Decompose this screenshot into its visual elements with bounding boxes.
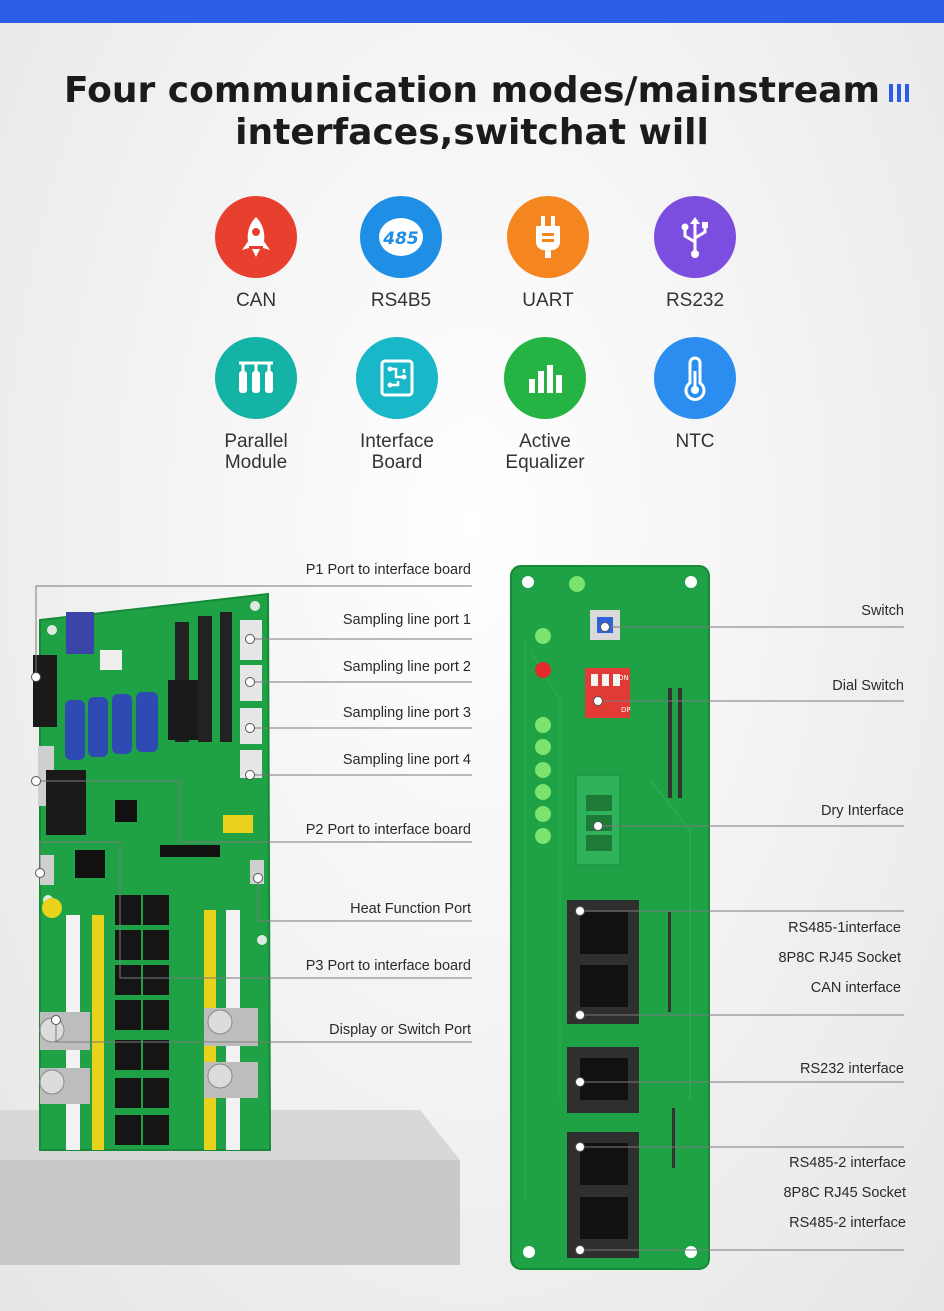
label-switch: Switch [861, 603, 904, 619]
feature-active-equalizer: Active Equalizer [470, 337, 620, 473]
circuit-board-icon [356, 337, 438, 419]
dip-dp-text: DP [621, 706, 631, 714]
label-p2-port: P2 Port to interface board [305, 822, 471, 838]
rocket-icon [215, 196, 297, 278]
feature-equalizer-label: Active Equalizer [505, 431, 585, 473]
label-rs485-1-interface: RS485-1interface [788, 920, 901, 936]
feature-rs232: RS232 [620, 196, 770, 311]
feature-interface-board: Interface Board [322, 337, 472, 473]
label-rs232-interface: RS232 interface [800, 1061, 904, 1077]
feature-can-label: CAN [235, 290, 277, 311]
label-sampling-port-2: Sampling line port 2 [342, 659, 471, 675]
svg-text:485: 485 [382, 229, 419, 249]
feature-rs232-label: RS232 [665, 290, 725, 311]
right-leader-dots [575, 622, 610, 1255]
label-p1-port: P1 Port to interface board [305, 562, 471, 578]
label-rj45-socket-2: 8P8C RJ45 Socket [783, 1185, 906, 1201]
label-sampling-port-4: Sampling line port 4 [342, 752, 471, 768]
label-dial-switch: Dial Switch [832, 678, 904, 694]
page-title: Four communication modes/mainstream inte… [64, 70, 880, 153]
feature-ntc: NTC [620, 337, 770, 452]
feature-parallel-module: Parallel Module [181, 337, 331, 473]
usb-icon [654, 196, 736, 278]
plug-icon [507, 196, 589, 278]
label-dry-interface: Dry Interface [821, 803, 904, 819]
label-heat-function-port: Heat Function Port [350, 901, 471, 917]
menu-icon[interactable] [889, 84, 913, 102]
interface-board: DP ON [510, 565, 710, 1270]
feature-interface-label: Interface Board [360, 431, 434, 473]
dip-on-text: ON [618, 674, 629, 682]
feature-parallel-label: Parallel Module [224, 431, 288, 473]
feature-rs485-label: RS4B5 [370, 290, 432, 311]
thermometer-icon [654, 337, 736, 419]
bms-main-board [33, 592, 272, 1151]
parallel-module-icon [215, 337, 297, 419]
feature-ntc-label: NTC [675, 431, 715, 452]
label-can-interface: CAN interface [810, 980, 901, 996]
label-p3-port: P3 Port to interface board [305, 958, 471, 974]
rs485-badge-icon: 485 [360, 196, 442, 278]
feature-uart: UART [473, 196, 623, 311]
feature-uart-label: UART [522, 290, 574, 311]
bar-chart-icon [504, 337, 586, 419]
label-rs485-2-interface-a: RS485-2 interface [789, 1155, 906, 1171]
label-sampling-port-3: Sampling line port 3 [342, 705, 471, 721]
top-accent-bar [0, 0, 944, 23]
label-display-switch-port: Display or Switch Port [329, 1022, 471, 1038]
left-leader-lines [35, 585, 472, 1043]
label-rj45-socket-1: 8P8C RJ45 Socket [778, 950, 901, 966]
left-leader-dots [31, 634, 263, 1025]
feature-can: CAN [181, 196, 331, 311]
label-rs485-2-interface-b: RS485-2 interface [789, 1215, 906, 1231]
label-sampling-port-1: Sampling line port 1 [342, 612, 471, 628]
right-leader-lines [580, 626, 904, 1251]
feature-rs485: 485 RS4B5 [326, 196, 476, 311]
